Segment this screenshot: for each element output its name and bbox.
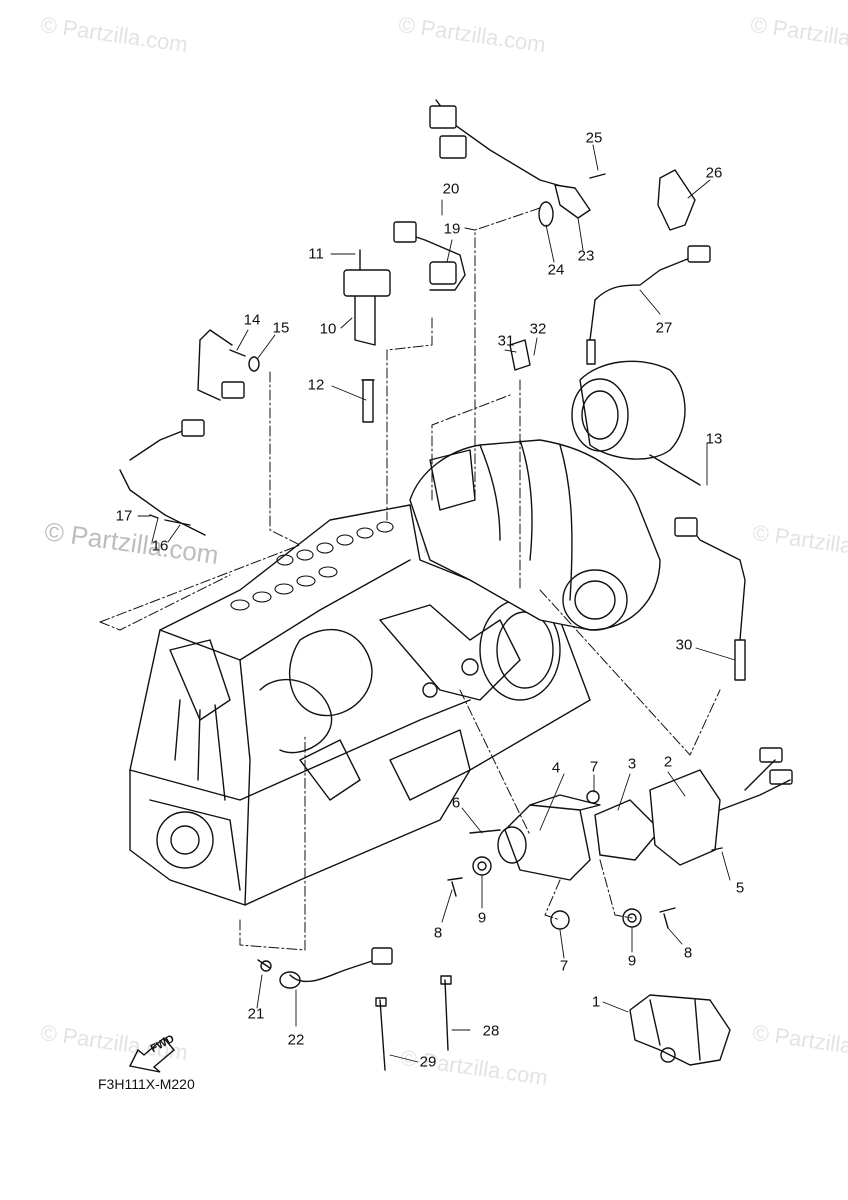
callout-7-upper[interactable]: 7 [589, 758, 599, 776]
callout-4[interactable]: 4 [551, 759, 561, 777]
callout-32[interactable]: 32 [529, 320, 547, 338]
callout-13[interactable]: 13 [705, 430, 723, 448]
callout-20[interactable]: 20 [442, 180, 460, 198]
callout-8-left[interactable]: 8 [433, 924, 443, 942]
callout-9-right[interactable]: 9 [627, 952, 637, 970]
part-1-module [629, 994, 731, 1066]
callout-5[interactable]: 5 [735, 879, 745, 897]
diagram-code: F3H111X-M220 [98, 1076, 195, 1092]
callout-21[interactable]: 21 [247, 1005, 265, 1023]
callout-9-left[interactable]: 9 [477, 909, 487, 927]
leader-lines [137, 144, 736, 1063]
callout-26[interactable]: 26 [705, 164, 723, 182]
callout-25[interactable]: 25 [585, 129, 603, 147]
throttle-body-group [447, 747, 793, 930]
callout-10[interactable]: 10 [319, 320, 337, 338]
callout-11[interactable]: 11 [308, 245, 324, 263]
callout-23[interactable]: 23 [577, 247, 595, 265]
intake-housing [409, 360, 686, 631]
callout-30[interactable]: 30 [675, 636, 693, 654]
callout-31[interactable]: 31 [497, 332, 515, 350]
callout-16[interactable]: 16 [151, 537, 169, 555]
callout-2[interactable]: 2 [663, 753, 673, 771]
callout-27[interactable]: 27 [655, 319, 673, 337]
callout-24[interactable]: 24 [547, 261, 565, 279]
callout-7-lower[interactable]: 7 [559, 957, 569, 975]
callout-8-right[interactable]: 8 [683, 944, 693, 962]
callout-14[interactable]: 14 [243, 311, 261, 329]
callout-22[interactable]: 22 [287, 1031, 305, 1049]
callout-17[interactable]: 17 [115, 507, 133, 525]
callout-28[interactable]: 28 [482, 1022, 500, 1040]
fwd-arrow-icon [128, 1037, 175, 1073]
callout-3[interactable]: 3 [627, 755, 637, 773]
callout-29[interactable]: 29 [419, 1053, 437, 1071]
callout-1[interactable]: 1 [591, 993, 601, 1011]
callout-15[interactable]: 15 [272, 319, 290, 337]
upper-sensors [119, 99, 746, 681]
callout-19[interactable]: 19 [443, 220, 461, 238]
lower-sensors [257, 947, 452, 1071]
engine-block [129, 504, 591, 906]
guide-lines [99, 207, 721, 951]
callout-6[interactable]: 6 [451, 794, 461, 812]
callout-12[interactable]: 12 [307, 376, 325, 394]
